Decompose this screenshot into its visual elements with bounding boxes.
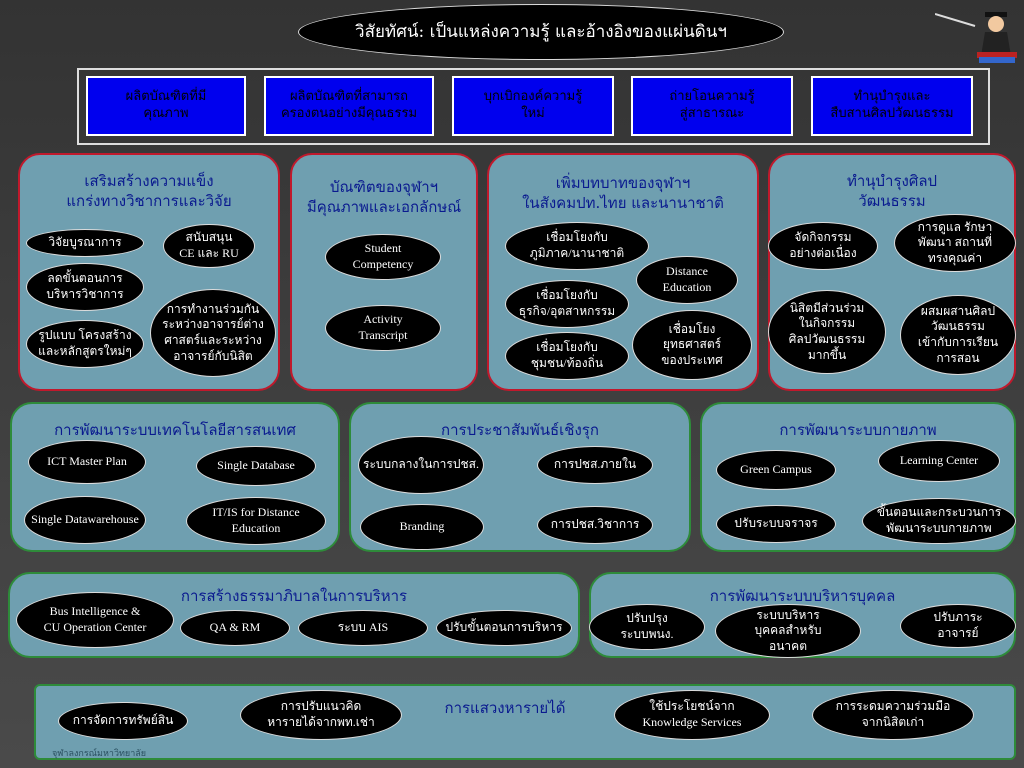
item-reduce-steps: ลดขั้นตอนการ บริหารวิชาการ — [26, 263, 144, 311]
item-collaboration: การทำงานร่วมกัน ระหว่างอาจารย์ต่าง ศาสตร… — [150, 289, 276, 377]
goal-box-4: ถ่ายโอนความรู้ สู่สาธารณะ — [631, 76, 793, 136]
panel-title: ทำนุบำรุงศิลป วัฒนธรรม — [846, 172, 938, 211]
item-ict-master-plan: ICT Master Plan — [28, 440, 146, 484]
panel-title: การแสวงหารายได้ — [444, 699, 566, 717]
item-national-strategy: เชื่อมโยง ยุทธศาสตร์ ของประเทศ — [632, 310, 752, 380]
goal-box-3: บุกเบิกองค์ความรู้ ใหม่ — [452, 76, 614, 136]
item-admin-process: ปรับขั้นตอนการบริหาร — [436, 610, 572, 646]
item-asset-management: การจัดการทรัพย์สิน — [58, 702, 188, 740]
panel-title: การประชาสัมพันธ์เชิงรุก — [441, 421, 599, 439]
item-regional-link: เชื่อมโยงกับ ภูมิภาค/นานาชาติ — [505, 222, 649, 270]
item-integrated-research: วิจัยบูรณาการ — [26, 229, 144, 257]
item-rental-income: การปรับแนวคิด หารายได้จากพท.เช่า — [240, 690, 402, 740]
item-it-distance-education: IT/IS for Distance Education — [186, 497, 326, 545]
item-community-link: เชื่อมโยงกับ ชุมชน/ท้องถิ่น — [505, 332, 629, 380]
item-heritage-care: การดูแล รักษา พัฒนา สถานที่ ทรงคุณค่า — [894, 214, 1016, 272]
item-future-hr: ระบบบริหาร บุคคลสำหรับ อนาคต — [715, 604, 861, 658]
item-traffic-system: ปรับระบบจราจร — [716, 505, 836, 543]
item-continuous-activities: จัดกิจกรรม อย่างต่อเนื่อง — [768, 222, 878, 270]
panel-title: เสริมสร้างความแข็ง แกร่งทางวิชาการและวิจ… — [66, 172, 232, 211]
item-branding: Branding — [360, 504, 484, 550]
item-student-competency: Student Competency — [325, 234, 441, 280]
footer-text: จุฬาลงกรณ์มหาวิทยาลัย — [52, 749, 147, 759]
goal-box-2: ผลิตบัณฑิตที่สามารถ ครองตนอย่างมีคุณธรรม — [264, 76, 434, 136]
item-business-link: เชื่อมโยงกับ ธุรกิจ/อุตสาหกรรม — [505, 280, 629, 328]
item-bus-intelligence: Bus Intelligence & CU Operation Center — [16, 592, 174, 648]
item-student-participation: นิสิตมีส่วนร่วม ในกิจกรรม ศิลปวัฒนธรรม ม… — [768, 290, 886, 374]
panel-title: การพัฒนาระบบกายภาพ — [779, 421, 937, 439]
item-alumni-cooperation: การระดมความร่วมมือ จากนิสิตเก่า — [812, 690, 974, 740]
goal-box-1: ผลิตบัณฑิตที่มี คุณภาพ — [86, 76, 246, 136]
vision-banner: วิสัยทัศน์: เป็นแหล่งความรู้ และอ้างอิงข… — [298, 4, 784, 60]
panel-title: การสร้างธรรมาภิบาลในการบริหาร — [180, 587, 408, 605]
item-central-pr: ระบบกลางในการปชส. — [358, 436, 484, 494]
item-single-database: Single Database — [196, 446, 316, 486]
item-learning-center: Learning Center — [878, 440, 1000, 482]
item-single-datawarehouse: Single Datawarehouse — [24, 496, 146, 544]
item-internal-pr: การปชส.ภายใน — [537, 446, 653, 484]
goals-frame — [77, 68, 990, 145]
item-distance-education: Distance Education — [636, 256, 738, 304]
panel-title: บัณฑิตของจุฬาฯ มีคุณภาพและเอกลักษณ์ — [306, 178, 462, 217]
panel-title: การพัฒนาระบบบริหารบุคคล — [709, 587, 896, 605]
item-staff-system: ปรับปรุง ระบบพนง. — [589, 604, 705, 650]
item-activity-transcript: Activity Transcript — [325, 305, 441, 351]
item-support-ce-ru: สนับสนุน CE และ RU — [163, 224, 255, 268]
item-academic-pr: การปชส.วิชาการ — [537, 506, 653, 544]
item-green-campus: Green Campus — [716, 450, 836, 490]
item-knowledge-services: ใช้ประโยชน์จาก Knowledge Services — [614, 690, 770, 740]
graduate-professor-icon — [934, 4, 1021, 64]
item-physical-process: ขั้นตอนและกระบวนการ พัฒนาระบบกายภาพ — [862, 498, 1016, 544]
panel-title: เพิ่มบทบาทของจุฬาฯ ในสังคมปท.ไทย และนานา… — [522, 174, 724, 213]
item-new-structure: รูปแบบ โครงสร้าง และหลักสูตรใหม่ๆ — [26, 320, 144, 368]
item-qa-rm: QA & RM — [180, 610, 290, 646]
panel-title: การพัฒนาระบบเทคโนโลยีสารสนเทศ — [54, 421, 296, 439]
item-faculty-workload: ปรับภาระ อาจารย์ — [900, 604, 1016, 648]
goal-box-5: ทำนุบำรุงและ สืบสานศิลปวัฒนธรรม — [811, 76, 973, 136]
item-ais-system: ระบบ AIS — [298, 610, 428, 646]
item-integrate-culture: ผสมผสานศิลป วัฒนธรรม เข้ากับการเรียน การ… — [900, 295, 1016, 375]
